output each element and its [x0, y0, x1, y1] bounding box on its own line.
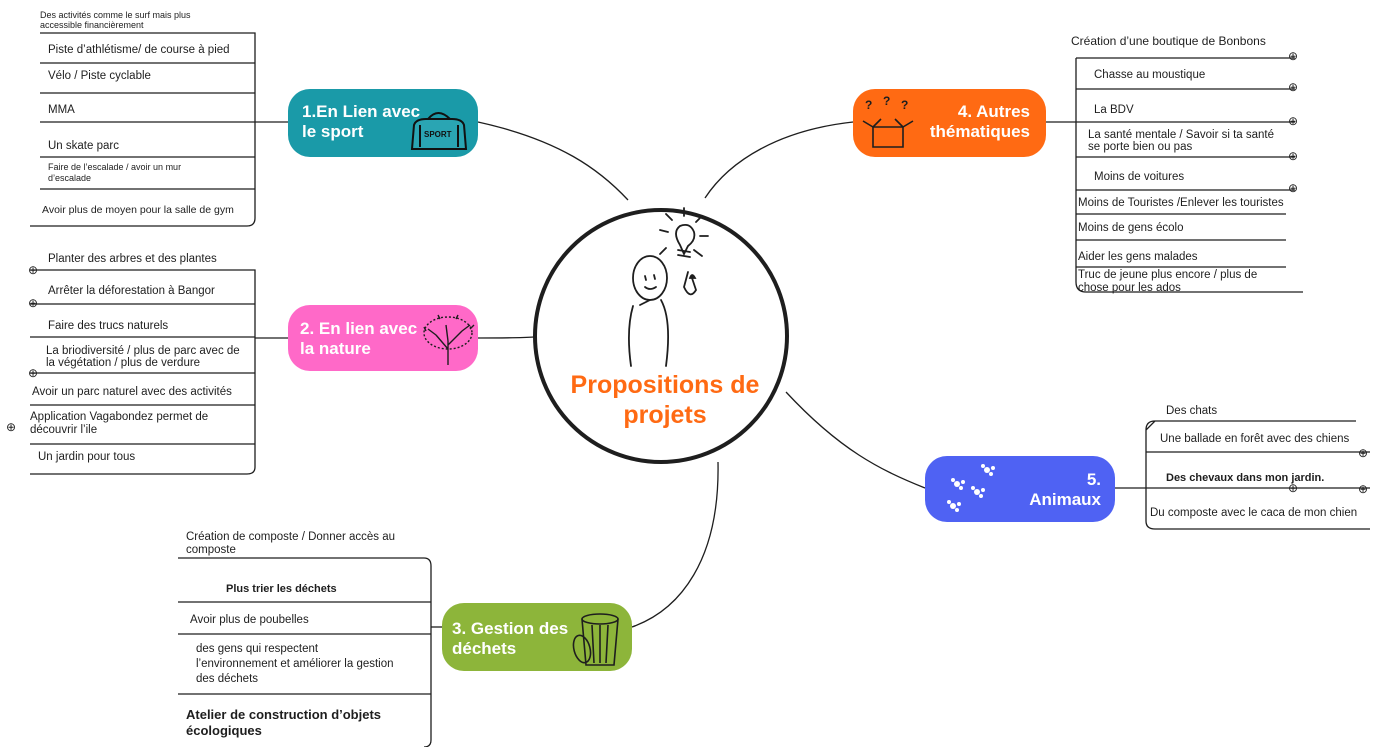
expand-icon[interactable]: ⊕	[1288, 114, 1299, 128]
autres-item-9: Truc de jeune plus encore / plus de	[1078, 269, 1258, 281]
animaux-item-1: Des chats	[1166, 405, 1218, 417]
autres-item-9-cont: chose pour les ados	[1078, 282, 1181, 294]
svg-text:SPORT: SPORT	[424, 130, 452, 139]
hub-nature-title-line-1: 2. En lien avec	[300, 319, 418, 338]
expand-icon[interactable]: ⊕	[28, 366, 39, 380]
expand-icon[interactable]: ⊕	[1358, 446, 1369, 460]
autres-item-4: La santé mentale / Savoir si ta santé	[1088, 129, 1275, 141]
sport-item-5: Un skate parc	[48, 140, 119, 152]
dechets-item-4: des gens qui respectent	[196, 643, 319, 655]
svg-text:?: ?	[883, 94, 890, 108]
nature-item-3: Faire des trucs naturels	[48, 320, 169, 332]
expand-icon[interactable]: ⊕	[1288, 80, 1299, 94]
autres-item-6: Moins de Touristes /Enlever les touriste…	[1078, 197, 1284, 209]
connector-autres	[704, 121, 854, 199]
paw-prints-icon	[947, 464, 995, 512]
center-circle	[533, 208, 789, 464]
sport-item-6: Faire de l’escalade / avoir un mur	[48, 162, 182, 172]
hub-animaux-title-line-1: 5.	[1086, 470, 1101, 489]
animaux-item-4: Du composte avec le caca de mon chien	[1150, 507, 1358, 519]
dechets-item-5: Atelier de construction d’objets	[186, 707, 382, 722]
sport-item-6-cont: d’escalade	[48, 173, 92, 183]
autres-item-3: La BDV	[1094, 104, 1134, 116]
nature-item-6-cont: découvrir l’ile	[30, 424, 98, 436]
dechets-item-1: Création de composte / Donner accès au	[186, 531, 396, 543]
sport-item-7: Avoir plus de moyen pour la salle de gym	[42, 204, 234, 216]
expand-icon[interactable]: ⊕	[6, 420, 17, 434]
sport-item-2: Piste d’athlétisme/ de course à pied	[48, 44, 230, 56]
center-title-line-2: projets	[623, 401, 707, 429]
autres-item-8: Aider les gens malades	[1078, 251, 1198, 263]
nature-item-6: Application Vagabondez permet de	[30, 411, 209, 423]
connector-sport	[477, 121, 629, 201]
svg-text:?: ?	[865, 98, 872, 112]
nature-item-7: Un jardin pour tous	[38, 451, 136, 463]
expand-icon[interactable]: ⊕	[1288, 181, 1299, 195]
autres-item-7: Moins de gens écolo	[1078, 222, 1184, 234]
dechets-item-4-cont: l’environnement et améliorer la gestion	[196, 658, 394, 670]
sport-bag-icon: SPORT	[410, 112, 468, 150]
sport-item-4: MMA	[48, 104, 75, 116]
center-title-line-1: Propositions de	[570, 371, 760, 399]
dechets-item-1-cont: composte	[186, 544, 236, 556]
hub-autres-title-line-2: thématiques	[929, 122, 1030, 141]
nature-item-4: La briodiversité / plus de parc avec de	[46, 345, 240, 357]
hub-animaux-title-line-2: Animaux	[1029, 490, 1101, 509]
dechets-item-4-cont-2: des déchets	[196, 673, 259, 685]
tree-icon	[423, 314, 475, 365]
expand-icon[interactable]: ⊕	[1288, 149, 1299, 163]
autres-item-1: Création d’une boutique de Bonbons	[1071, 34, 1266, 48]
hub-sport[interactable]: 1.En Lien avec le sport SPORT	[288, 89, 478, 157]
hub-dechets[interactable]: 3. Gestion des déchets	[442, 603, 632, 671]
hub-nature[interactable]: 2. En lien avec la nature	[288, 305, 478, 371]
connector-nature	[477, 336, 535, 339]
hub-dechets-title-line-2: déchets	[452, 639, 517, 658]
svg-text:?: ?	[901, 98, 908, 112]
sport-item-3: Vélo / Piste cyclable	[48, 70, 151, 82]
animaux-item-2: Une ballade en forêt avec des chiens	[1160, 433, 1350, 445]
trash-can-icon	[572, 613, 619, 666]
expand-icon[interactable]: ⊕	[28, 263, 39, 277]
hub-sport-title-line-1: 1.En Lien avec	[302, 102, 421, 121]
thinking-person-icon	[628, 207, 709, 367]
hub-nature-title-line-2: la nature	[300, 339, 371, 358]
sport-item-1: Des activités comme le surf mais plus	[40, 10, 191, 20]
hub-autres-title-line-1: 4. Autres	[957, 102, 1030, 121]
hub-sport-title-line-2: le sport	[302, 122, 364, 141]
dechets-item-3: Avoir plus de poubelles	[190, 614, 309, 626]
hub-animaux[interactable]: 5. Animaux	[925, 456, 1115, 522]
sport-item-1-cont: accessible financièrement	[40, 20, 144, 30]
expand-icon[interactable]: ⊕	[1358, 482, 1369, 496]
nature-item-5: Avoir un parc naturel avec des activités	[32, 386, 232, 398]
hub-autres[interactable]: 4. Autres thématiques ? ? ?	[853, 89, 1046, 157]
autres-item-4-cont: se porte bien ou pas	[1088, 141, 1193, 153]
connector-animaux	[785, 391, 926, 489]
expand-icon[interactable]: ⊕	[1288, 481, 1299, 495]
center-title: Propositions de projets	[540, 370, 790, 430]
question-box-icon: ? ? ?	[862, 94, 914, 148]
dechets-item-2: Plus trier les déchets	[226, 583, 337, 595]
nature-item-1: Planter des arbres et des plantes	[48, 253, 217, 265]
nature-item-4-cont: la végétation / plus de verdure	[46, 357, 201, 369]
dechets-item-5-cont: écologiques	[186, 723, 262, 738]
hub-dechets-title-line-1: 3. Gestion des	[452, 619, 569, 638]
autres-item-2: Chasse au moustique	[1094, 69, 1206, 81]
autres-item-5: Moins de voitures	[1094, 171, 1185, 183]
connector-dechets	[631, 461, 719, 628]
animaux-item-3: Des chevaux dans mon jardin.	[1166, 472, 1325, 484]
expand-icon[interactable]: ⊕	[1288, 49, 1299, 63]
nature-item-2: Arrêter la déforestation à Bangor	[48, 285, 215, 297]
expand-icon[interactable]: ⊕	[28, 296, 39, 310]
